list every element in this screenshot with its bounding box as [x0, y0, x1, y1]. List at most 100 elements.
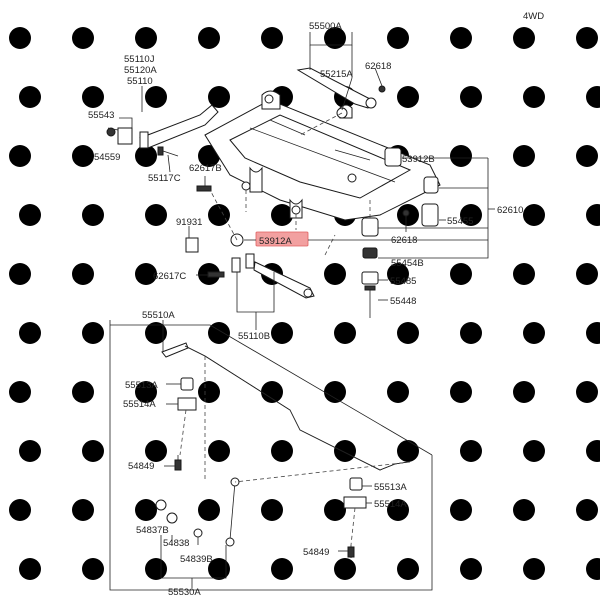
watermark-gear-icon: [142, 319, 170, 347]
watermark-gear-icon: [16, 437, 44, 465]
watermark-gear-icon: [394, 555, 422, 583]
watermark-gear-icon: [258, 496, 286, 524]
watermark-gear-icon: [331, 319, 359, 347]
watermark-gear-icon: [447, 24, 475, 52]
watermark-gear-icon: [573, 24, 600, 52]
watermark-gear-icon: [457, 437, 485, 465]
watermark-gear-icon: [6, 378, 34, 406]
label-55510A[interactable]: 55510A: [142, 310, 175, 321]
label-54839B[interactable]: 54839B: [180, 554, 213, 565]
watermark-gear-icon: [510, 378, 538, 406]
watermark-gear-icon: [142, 201, 170, 229]
label-55110[interactable]: 55110: [127, 76, 153, 87]
label-62610[interactable]: 62610: [497, 205, 523, 216]
watermark-gear-icon: [79, 555, 107, 583]
watermark-gear-icon: [510, 496, 538, 524]
label-55530A[interactable]: 55530A: [168, 587, 201, 598]
watermark-gear-icon: [583, 201, 600, 229]
label-55513A-left[interactable]: 55513A: [125, 380, 158, 391]
watermark-gear-icon: [520, 83, 548, 111]
label-55514A-left[interactable]: 55514A: [123, 399, 156, 410]
watermark-gear-icon: [331, 437, 359, 465]
label-55485[interactable]: 55485: [390, 276, 416, 287]
label-53912A[interactable]: 53912A: [259, 236, 292, 247]
watermark-gear-icon: [457, 555, 485, 583]
watermark-gear-icon: [331, 555, 359, 583]
watermark-gear-icon: [132, 496, 160, 524]
callout-labels: 55500A 55215A 62618 55110J 55120A 55110 …: [88, 21, 523, 598]
variant-label: 4WD: [523, 11, 544, 22]
watermark-gear-icon: [520, 319, 548, 347]
watermark-gear-icon: [142, 555, 170, 583]
watermark-gear-icon: [16, 201, 44, 229]
label-54837B[interactable]: 54837B: [136, 525, 169, 536]
label-62617C[interactable]: 62617C: [153, 271, 186, 282]
watermark-gear-icon: [79, 201, 107, 229]
label-55110B[interactable]: 55110B: [238, 331, 270, 342]
watermark-gear-icon: [6, 142, 34, 170]
label-54849-right[interactable]: 54849: [303, 547, 329, 558]
watermark-gear-icon: [6, 24, 34, 52]
label-55543[interactable]: 55543: [88, 110, 114, 121]
label-54849-left[interactable]: 54849: [128, 461, 154, 472]
watermark-gear-icon: [510, 142, 538, 170]
label-54559[interactable]: 54559: [94, 152, 120, 163]
label-62618-mid[interactable]: 62618: [391, 235, 417, 246]
label-55454B[interactable]: 55454B: [391, 258, 424, 269]
label-91931[interactable]: 91931: [176, 217, 202, 228]
watermark-gear-icon: [258, 24, 286, 52]
watermark-gear-icon: [573, 260, 600, 288]
watermark-gear-icon: [195, 378, 223, 406]
watermark-gear-icon: [79, 437, 107, 465]
trailing-arm: [106, 104, 219, 157]
label-55110J[interactable]: 55110J: [124, 54, 155, 65]
highlight-53912A: [255, 231, 309, 247]
label-54838[interactable]: 54838: [163, 538, 189, 549]
watermark-gear-icon: [132, 24, 160, 52]
watermark-gear-icon: [268, 555, 296, 583]
watermark-gear-icon: [447, 496, 475, 524]
watermark-gear-icon: [16, 319, 44, 347]
label-55215A[interactable]: 55215A: [320, 69, 353, 80]
label-55448[interactable]: 55448: [390, 296, 416, 307]
watermark-gear-icon: [205, 319, 233, 347]
watermark-gear-icon: [510, 24, 538, 52]
label-55455[interactable]: 55455: [447, 216, 473, 227]
watermark-gear-icon: [16, 555, 44, 583]
watermark-gear-icon: [573, 496, 600, 524]
callout-brackets: [107, 32, 495, 591]
label-55500A[interactable]: 55500A: [309, 21, 342, 32]
watermark-gear-icon: [573, 378, 600, 406]
watermark-gear-icon: [69, 260, 97, 288]
watermark-gear-icon: [447, 260, 475, 288]
watermark-gear-icon: [6, 260, 34, 288]
label-62618-top[interactable]: 62618: [365, 61, 391, 72]
label-53912B[interactable]: 53912B: [402, 154, 435, 165]
label-55514A-right[interactable]: 55514A: [374, 499, 407, 510]
watermark-gear-icon: [69, 24, 97, 52]
watermark-gear-icon: [520, 201, 548, 229]
watermark-gear-icon: [69, 496, 97, 524]
watermark-gear-icon: [195, 496, 223, 524]
label-55513A-right[interactable]: 55513A: [374, 482, 407, 493]
watermark-gear-icon: [69, 142, 97, 170]
watermark-gear-icon: [384, 24, 412, 52]
watermark-gear-icon: [394, 83, 422, 111]
watermark-gear-icon: [268, 437, 296, 465]
watermark-gear-icon: [6, 496, 34, 524]
watermark-gear-icon: [583, 437, 600, 465]
watermark-gear-icon: [583, 319, 600, 347]
watermark-gear-icon: [79, 83, 107, 111]
watermark-gear-icon: [142, 83, 170, 111]
watermark-gear-icon: [69, 378, 97, 406]
watermark-gear-icon: [447, 378, 475, 406]
reference-lines: [179, 112, 411, 546]
label-62617B[interactable]: 62617B: [189, 163, 222, 174]
label-55120A[interactable]: 55120A: [124, 65, 157, 76]
watermark-pattern: [6, 24, 600, 583]
label-55117C[interactable]: 55117C: [148, 173, 181, 184]
watermark-gear-icon: [447, 142, 475, 170]
watermark-gear-icon: [16, 83, 44, 111]
